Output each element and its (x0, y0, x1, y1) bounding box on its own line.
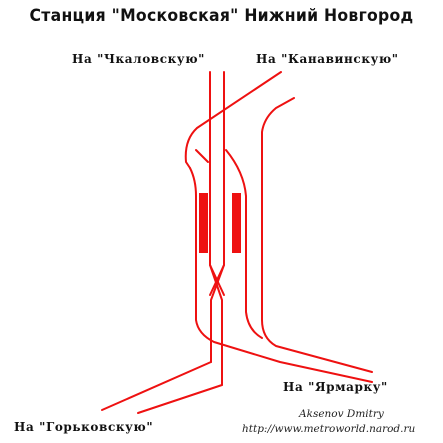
platform-east (232, 193, 241, 253)
loop-east-inner (225, 149, 263, 339)
author-url[interactable]: http://www.metroworld.narod.ru (242, 423, 416, 435)
loop-west-inner (195, 149, 209, 163)
platform-west (199, 193, 208, 253)
branch-gorkovskaya-2 (137, 384, 223, 414)
crossover (209, 264, 225, 296)
label-to-chkalovskaya: На "Чкаловскую" (72, 52, 205, 66)
loop-west (189, 167, 373, 383)
label-to-gorkovskaya: На "Горьковскую" (14, 420, 154, 434)
branch-kanavinskaya-inner (261, 97, 295, 186)
label-to-yarmarka: На "Ярмарку" (283, 380, 388, 394)
branch-gorkovskaya-1 (101, 361, 212, 411)
label-to-kanavinskaya: На "Канавинскую" (256, 52, 399, 66)
page-title: Станция "Московская" Нижний Новгород (29, 6, 414, 26)
author-name: Aksenov Dmitry (299, 408, 384, 420)
loop-east (261, 184, 373, 373)
branch-kanavinskaya-outer (184, 71, 282, 169)
